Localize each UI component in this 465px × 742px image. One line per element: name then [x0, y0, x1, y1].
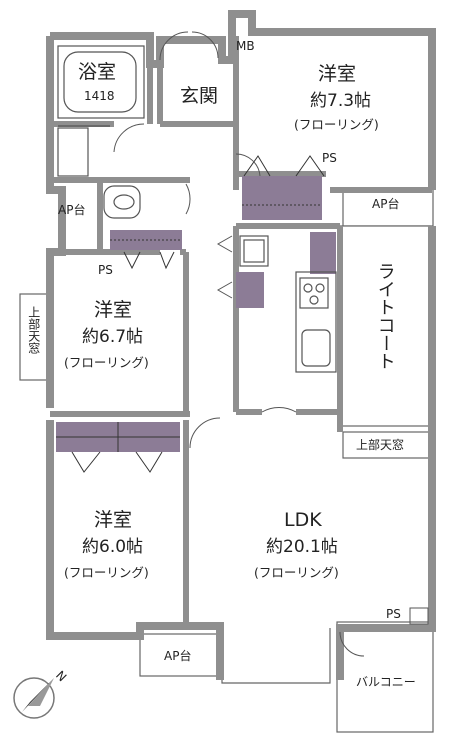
western-2-size: 約6.7帖: [82, 327, 144, 347]
bath-fixtures: [57, 45, 145, 219]
skylight-left-label: 上部天窓: [26, 306, 41, 354]
corridor-marks: [216, 235, 233, 299]
ps-label-top: PS: [322, 151, 337, 165]
entrance-label: 玄関: [180, 85, 219, 107]
ap-label-bottom: AP台: [164, 649, 192, 663]
ap-label-top-right: AP台: [372, 197, 400, 211]
western-2-name: 洋室: [94, 299, 133, 321]
ps-label-bottom: PS: [386, 607, 401, 621]
ldk-size: 約20.1帖: [266, 537, 338, 557]
western-1-floor: (フローリング): [294, 117, 379, 132]
western-3-size: 約6.0帖: [82, 537, 144, 557]
western-1-name: 洋室: [318, 63, 357, 85]
western-1-size: 約7.3帖: [310, 91, 372, 111]
balcony-label: バルコニー: [356, 675, 416, 689]
ap-label-top-left: AP台: [58, 203, 86, 217]
western-3-floor: (フローリング): [64, 565, 149, 580]
western-2-floor: (フローリング): [64, 355, 149, 370]
kitchen: [239, 235, 337, 373]
ps-label-mid: PS: [98, 263, 113, 277]
bath-size: 1418: [84, 89, 115, 103]
light-court-label: ライトコート: [374, 262, 396, 370]
door-swings: [113, 31, 365, 657]
western-3-name: 洋室: [94, 509, 133, 531]
ldk-name: LDK: [284, 509, 322, 531]
ldk-floor: (フローリング): [254, 565, 339, 580]
skylight-right-label: 上部天窓: [356, 438, 405, 452]
mb-label: MB: [236, 39, 255, 53]
closet-details: [56, 155, 325, 473]
compass-icon: [13, 677, 55, 719]
interior-walls: [50, 36, 432, 626]
bath-label: 浴室: [78, 61, 117, 83]
ps-box: [409, 607, 429, 625]
